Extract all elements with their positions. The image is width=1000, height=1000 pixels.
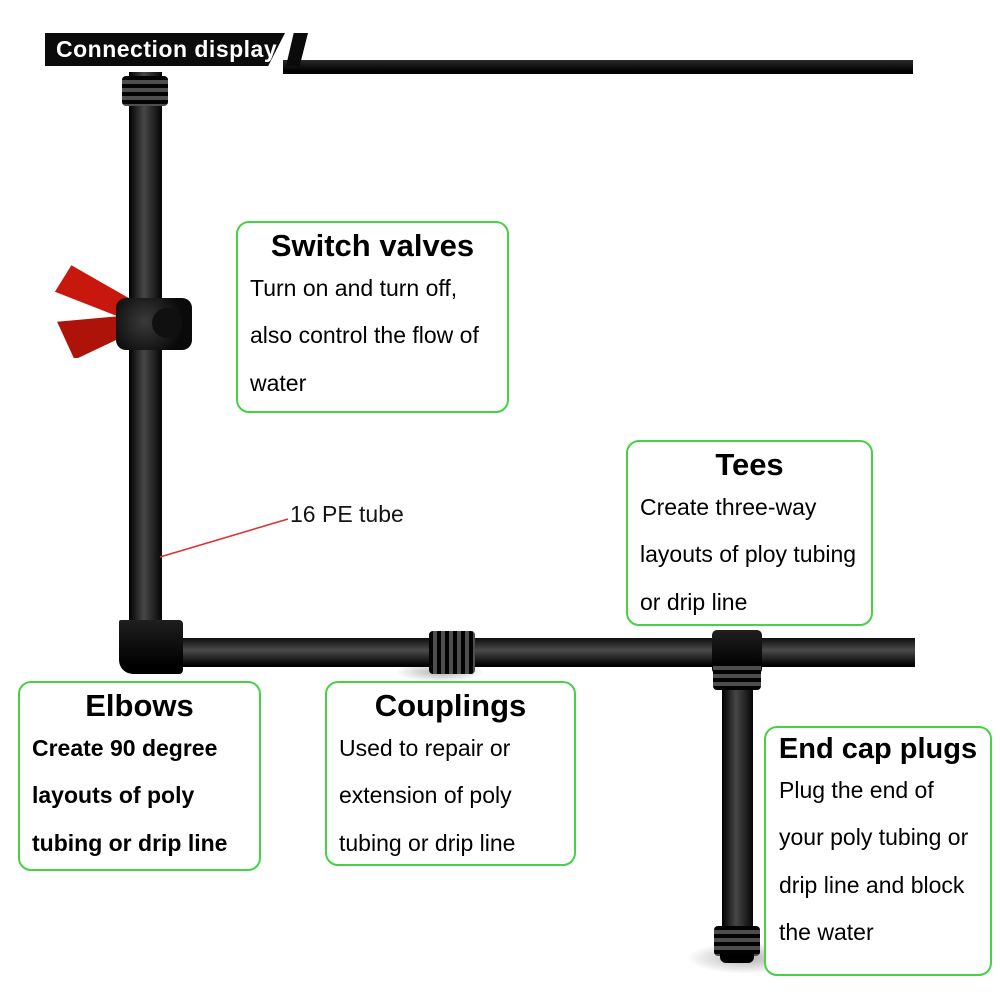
top-bar (283, 60, 913, 74)
elbow-fitting (119, 620, 183, 674)
callout-elbows-title: Elbows (85, 688, 194, 723)
callout-couplings-body: Used to repair or extension of poly tubi… (339, 735, 516, 856)
callout-switch-valves-title: Switch valves (270, 228, 475, 263)
callout-tees: Tees Create three-way layouts of ploy tu… (626, 440, 873, 626)
callout-tees-title: Tees (715, 447, 784, 482)
coupling-fitting (429, 631, 475, 674)
callout-elbows-body: Create 90 degree layouts of poly tubing … (32, 735, 228, 856)
callout-end-cap-plugs-title: End cap plugs (778, 733, 978, 765)
vertical-pipe (129, 72, 162, 642)
callout-elbows: Elbows Create 90 degree layouts of poly … (18, 681, 261, 871)
valve-hub (152, 308, 182, 338)
tube-label: 16 PE tube (290, 501, 404, 527)
banner-title: Connection display (56, 36, 278, 62)
callout-switch-valves: Switch valves Turn on and turn off, also… (236, 221, 509, 413)
callout-end-cap-plugs-body: Plug the end of your poly tubing or drip… (779, 777, 969, 946)
callout-couplings-title: Couplings (374, 688, 527, 723)
callout-tees-body: Create three-way layouts of ploy tubing … (640, 494, 857, 615)
callout-couplings: Couplings Used to repair or extension of… (325, 681, 576, 866)
banner: Connection display (45, 33, 285, 66)
end-cap-tip (720, 954, 754, 963)
horizontal-pipe (140, 638, 915, 667)
callout-end-cap-plugs: End cap plugs Plug the end of your poly … (764, 726, 992, 976)
leader-line (159, 518, 289, 558)
callout-switch-valves-body: Turn on and turn off, also control the f… (250, 275, 479, 396)
tee-branch-pipe (722, 664, 753, 936)
top-collar-fitting (122, 76, 168, 106)
tee-collar-fitting (713, 662, 761, 690)
end-cap-fitting (714, 926, 760, 956)
